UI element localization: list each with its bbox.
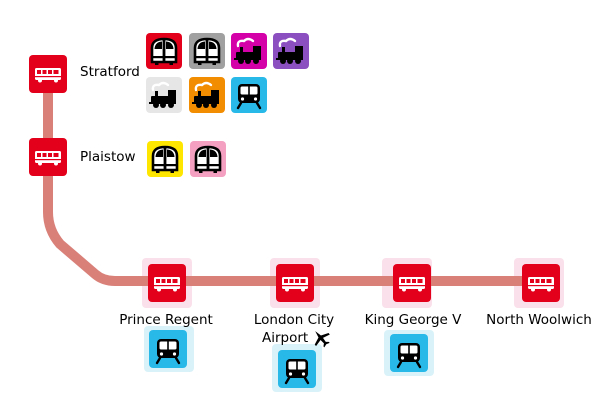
- stratford-interchanges: [146, 33, 309, 113]
- station-label-plaistow[interactable]: Plaistow: [80, 149, 136, 165]
- station-label-london-city-line1[interactable]: London City: [253, 312, 335, 328]
- underground-train-icon: [194, 145, 222, 175]
- station-label-north-woolwich[interactable]: North Woolwich: [486, 312, 592, 328]
- route-line: [43, 67, 550, 286]
- bus-icon[interactable]: [29, 55, 67, 93]
- bus-icon[interactable]: [29, 138, 67, 176]
- airplane-icon: [314, 331, 330, 348]
- bus-icon[interactable]: [393, 264, 431, 302]
- underground-train-icon: [151, 145, 179, 175]
- bus-icon[interactable]: [276, 264, 314, 302]
- station-label-stratford[interactable]: Stratford: [80, 64, 140, 80]
- underground-train-icon: [150, 37, 178, 67]
- plaistow-interchanges: [147, 141, 226, 177]
- underground-train-icon: [193, 37, 221, 67]
- station-label-london-city-line2[interactable]: Airport: [262, 330, 309, 346]
- bus-icon[interactable]: [522, 264, 560, 302]
- station-label-prince-regent[interactable]: Prince Regent: [119, 312, 213, 328]
- station-label-king-george-v[interactable]: King George V: [364, 312, 462, 328]
- bus-icon[interactable]: [148, 264, 186, 302]
